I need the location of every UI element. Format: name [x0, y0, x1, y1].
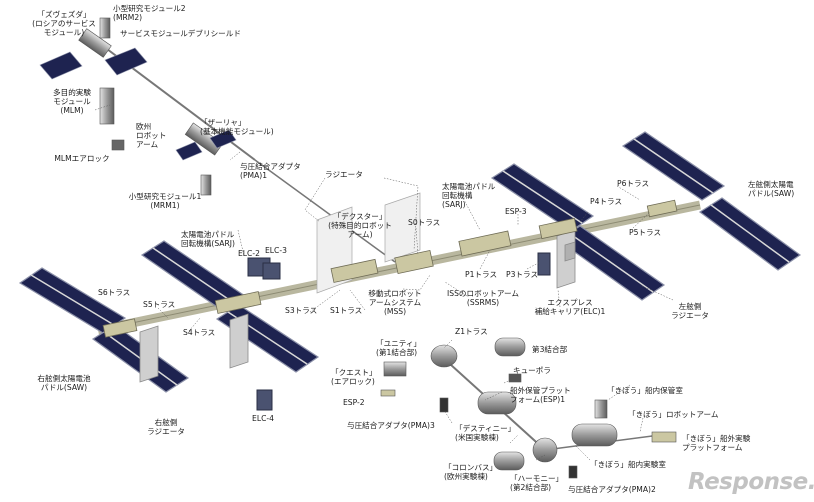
label-kibo-elm: 「きぼう」船内保管室	[607, 386, 683, 395]
label-p6: P6トラス	[617, 179, 650, 188]
label-s5: S5トラス	[143, 300, 176, 309]
label-elc4: ELC-4	[252, 414, 274, 423]
label-p4: P4トラス	[590, 197, 623, 206]
label-quest: 「クエスト」 (エアロック)	[331, 368, 377, 386]
label-pma2: 与圧結合アダプタ(PMA)2	[568, 485, 656, 494]
label-s4: S4トラス	[183, 328, 216, 337]
truss-segments	[102, 199, 678, 338]
label-saw-stbd: 右舷側太陽電池 パドル(SAW)	[37, 374, 91, 392]
label-s3: S3トラス	[285, 306, 318, 315]
label-radiator: ラジエータ	[325, 170, 363, 179]
label-mrm2: 小型研究モジュール2 (MRM2)	[113, 4, 186, 22]
label-stbd-radiator: 右舷側 ラジエータ	[147, 418, 185, 436]
label-pma3: 与圧結合アダプタ(PMA)3	[347, 421, 435, 430]
label-kibo-ef: 「きぼう」船外実験 プラットフォーム	[682, 434, 751, 452]
label-elc1: エクスプレス 補給キャリア(ELC)1	[534, 298, 606, 316]
us-modules	[380, 337, 677, 479]
label-ssrms: ISSのロボットアーム (SSRMS)	[447, 289, 519, 307]
label-era: 欧州 ロボット アーム	[136, 122, 167, 149]
label-dextre: 「デクスター」 (特殊目的ロボット アーム)	[328, 212, 392, 239]
label-esp3: ESP-3	[505, 207, 527, 216]
label-kibo-arm: 「きぼう」ロボットアーム	[628, 410, 719, 419]
label-mlm: 多目的実験 モジュール (MLM)	[53, 88, 91, 115]
label-port-radiator: 左舷側 ラジエータ	[671, 302, 709, 320]
leader-lines	[94, 104, 674, 461]
label-mss: 移動式ロボット アームシステム (MSS)	[368, 289, 422, 316]
label-debris-shield: サービスモジュールデブリシールド	[120, 29, 241, 38]
label-elc2: ELC-2	[238, 249, 260, 258]
label-p3: P3トラス	[506, 270, 539, 279]
label-harmony: 「ハーモニー」 (第2結合部)	[510, 474, 564, 492]
label-elc3: ELC-3	[265, 246, 287, 255]
elc-carriers	[247, 252, 551, 411]
label-s1: S1トラス	[330, 306, 363, 315]
label-s0: S0トラス	[408, 218, 441, 227]
label-zarya: 「ザーリャ」 (基本機能モジュール)	[200, 118, 274, 136]
radiators	[139, 229, 576, 383]
label-esp1: 船外保管プラット フォーム(ESP)1	[510, 386, 571, 404]
label-node3: 第3結合部	[532, 345, 568, 354]
russian-modules	[39, 17, 237, 196]
label-mrm1: 小型研究モジュール1 (MRM1)	[128, 192, 202, 210]
response-watermark: Response.	[688, 469, 814, 495]
label-sarj-stbd: 太陽電池パドル 回転機構(SARJ)	[181, 230, 235, 248]
label-cupola: キューポラ	[513, 366, 551, 375]
label-mlm-airlock: MLMエアロック	[54, 154, 110, 163]
label-unity: 「ユニティ」 (第1結合部)	[376, 339, 422, 357]
label-esp2: ESP-2	[343, 398, 365, 407]
label-p1: P1トラス	[465, 270, 498, 279]
label-p5: P5トラス	[629, 228, 662, 237]
label-pma1: 与圧結合アダプタ (PMA)1	[240, 162, 301, 180]
label-kibo-pm: 「きぼう」船内実験室	[590, 460, 666, 469]
label-z1: Z1トラス	[455, 327, 488, 336]
label-zvezda: 「ズヴェズダ」 (ロシアのサービス モジュール)	[32, 10, 96, 37]
label-destiny: 「デスティニー」 (米国実験棟)	[455, 424, 516, 442]
label-s6: S6トラス	[98, 288, 131, 297]
label-columbus: 「コロンバス」 (欧州実験棟)	[444, 463, 498, 481]
label-sarj-port: 太陽電池パドル 回転機構 (SARJ)	[442, 182, 496, 209]
label-saw-port: 左舷側太陽電 パドル(SAW)	[748, 180, 795, 198]
